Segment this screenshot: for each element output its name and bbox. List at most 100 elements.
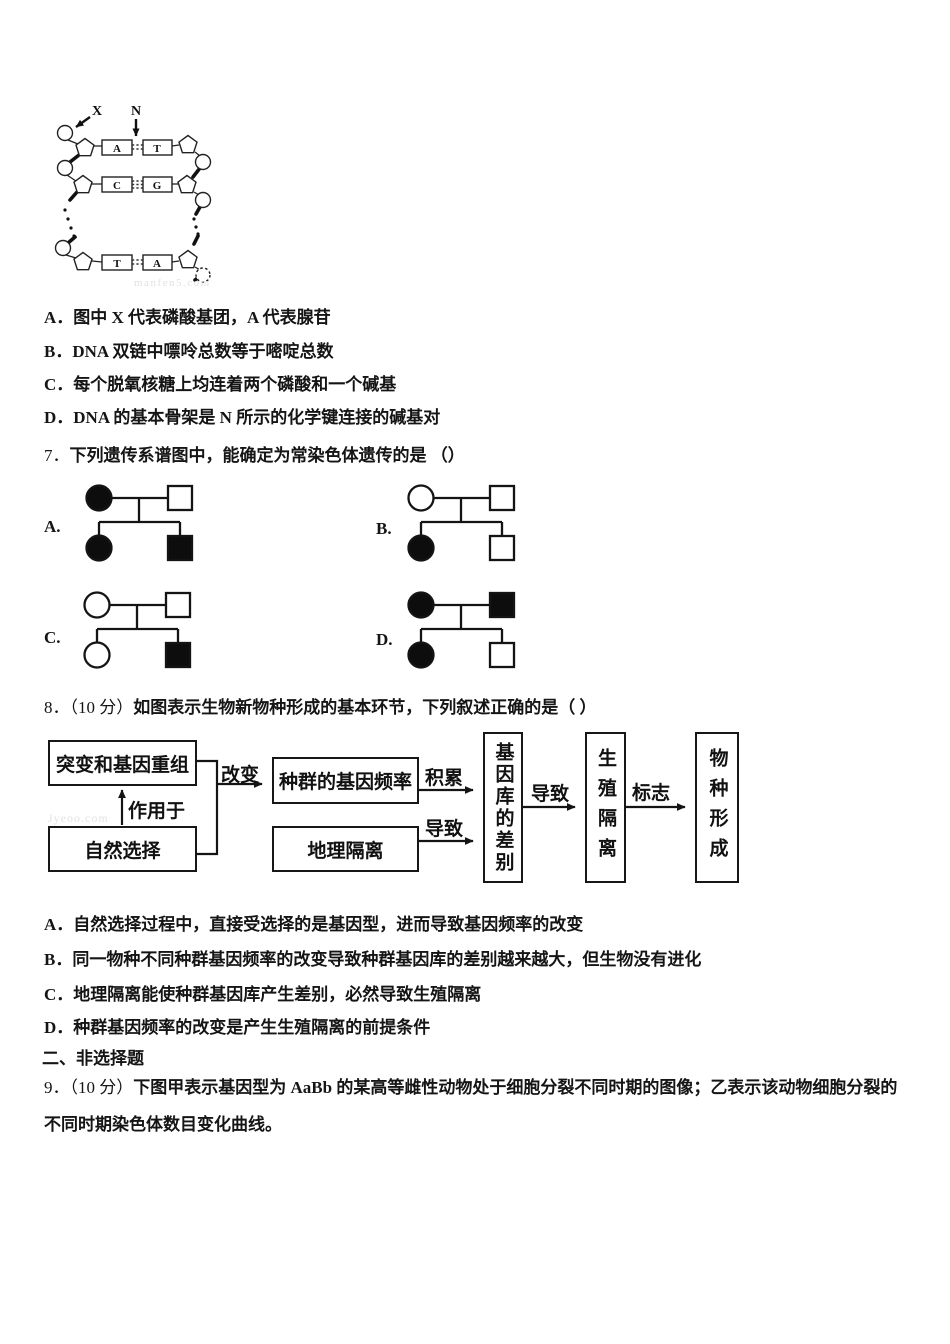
q8-option-c: C．地理隔离能使种群基因库产生差别，必然导致生殖隔离 xyxy=(44,984,481,1005)
base-letter: A xyxy=(113,143,121,155)
flowchart-box-gene-pool-difference: 基因库的差别 xyxy=(483,732,523,883)
question-text: 下图甲表示基因型为 AaBb 的某高等雌性动物处于细胞分裂不同时期的图像；乙表示… xyxy=(133,1078,898,1097)
option-text: 图中 X 代表磷酸基团，A 代表腺苷 xyxy=(73,308,331,327)
option-letter: C． xyxy=(44,375,74,394)
q9-stem-line2: 不同时期染色体数目变化曲线。 xyxy=(44,1115,282,1134)
change-label: 改变 xyxy=(221,765,260,786)
question-score: （10 分） xyxy=(69,698,134,717)
option-letter: D． xyxy=(44,408,74,427)
pedigree-son xyxy=(166,534,194,562)
base-box xyxy=(101,139,133,156)
pedigree-lines xyxy=(419,496,504,536)
q8-option-b: B．同一物种不同种群基因频率的改变导致种群基因库的差别越来越大，但生物没有进化 xyxy=(44,949,701,970)
q6-option-b: B．DNA 双链中嘌呤总数等于嘧啶总数 xyxy=(44,341,334,362)
option-letter: A． xyxy=(44,308,74,327)
accumulate-label: 积累 xyxy=(425,768,464,789)
phosphate-circle-dashed xyxy=(195,267,211,283)
q7-stem: 7．下列遗传系谱图中，能确定为常染色体遗传的是 （） xyxy=(44,445,465,466)
q9-stem-line1: 9．（10 分）下图甲表示基因型为 AaBb 的某高等雌性动物处于细胞分裂不同时… xyxy=(44,1077,897,1098)
base-pair-rung-3: T A xyxy=(101,254,173,271)
pedigree-chart-b xyxy=(407,484,516,562)
phosphate-circle xyxy=(194,153,212,171)
q6-option-c: C．每个脱氧核糖上均连着两个磷酸和一个碱基 xyxy=(44,374,396,395)
pedigree-mother xyxy=(407,591,435,619)
pedigree-label-c: C. xyxy=(44,628,61,647)
flowchart-box-natural-selection: 自然选择 xyxy=(48,826,197,872)
hydrogen-bonds xyxy=(132,180,143,189)
option-text: 同一物种不同种群基因频率的改变导致种群基因库的差别越来越大，但生物没有进化 xyxy=(72,950,702,969)
pedigree-chart-c xyxy=(83,591,192,669)
speciation-flowchart: Jyeoo.com 突变和基因重组 自然选择 种群的基因频率 地理隔离 基因库的… xyxy=(48,730,748,890)
pedigree-label-d: D. xyxy=(376,630,393,649)
option-letter: B． xyxy=(44,342,73,361)
base-letter: C xyxy=(113,180,121,192)
watermark-text: Jyeoo.com xyxy=(48,811,109,825)
left-strand xyxy=(54,124,95,271)
option-letter: C． xyxy=(44,985,74,1004)
flowchart-box-geographic-isolation: 地理隔离 xyxy=(272,826,419,872)
pedigree-mother xyxy=(83,591,111,619)
option-text: 自然选择过程中，直接受选择的是基因型，进而导致基因频率的改变 xyxy=(73,915,584,934)
q8-option-a: A．自然选择过程中，直接受选择的是基因型，进而导致基因频率的改变 xyxy=(44,914,583,935)
phosphate-circle xyxy=(56,159,74,177)
option-text: 每个脱氧核糖上均连着两个磷酸和一个碱基 xyxy=(73,375,397,394)
merge-connector xyxy=(197,759,219,856)
question-number: 7． xyxy=(44,446,70,465)
acts-on-label: 作用于 xyxy=(128,801,186,822)
question-number: 8． xyxy=(44,698,70,717)
base-letter: G xyxy=(153,180,162,192)
lead-to-label-1: 导致 xyxy=(425,819,464,840)
flowchart-box-gene-frequency: 种群的基因频率 xyxy=(272,757,419,804)
pedigree-daughter xyxy=(85,534,113,562)
pedigree-son xyxy=(488,534,516,562)
pedigree-label-a: A. xyxy=(44,517,61,536)
phosphate-circle xyxy=(194,191,212,209)
pedigree-label-b: B. xyxy=(376,519,392,538)
continuation-dots xyxy=(63,208,200,238)
base-letter: T xyxy=(153,143,161,155)
pedigree-chart-a xyxy=(85,484,194,562)
base-box xyxy=(101,254,133,271)
base-box xyxy=(142,139,173,156)
section-two-title: 二、非选择题 xyxy=(42,1049,144,1068)
hydrogen-bonds xyxy=(132,144,143,150)
deoxyribose-pentagon xyxy=(178,249,198,269)
q8-stem: 8．（10 分）如图表示生物新物种形成的基本环节，下列叙述正确的是（ ） xyxy=(44,697,597,718)
question-number: 9． xyxy=(44,1078,70,1097)
pedigree-lines xyxy=(97,496,182,536)
question-score: （10 分） xyxy=(69,1078,134,1097)
flowchart-box-reproductive-isolation: 生殖隔离 xyxy=(585,732,626,883)
pedigree-mother xyxy=(85,484,113,512)
q6-option-d: D．DNA 的基本骨架是 N 所示的化学键连接的碱基对 xyxy=(44,407,440,428)
pedigree-father xyxy=(166,484,194,512)
deoxyribose-pentagon xyxy=(73,174,93,194)
phosphate-circle xyxy=(54,239,72,257)
option-letter: D． xyxy=(44,1018,74,1037)
base-letter: A xyxy=(153,258,161,270)
watermark-text: manfen5.com xyxy=(134,277,211,289)
deoxyribose-pentagon xyxy=(178,134,198,154)
x-arrow xyxy=(75,116,91,128)
pedigree-chart-d xyxy=(407,591,516,669)
deoxyribose-pentagon xyxy=(73,251,93,271)
flowchart-connectors xyxy=(118,759,686,856)
option-text: DNA 的基本骨架是 N 所示的化学键连接的碱基对 xyxy=(73,408,441,427)
q6-option-a: A．图中 X 代表磷酸基团，A 代表腺苷 xyxy=(44,307,331,328)
pedigree-son xyxy=(488,641,516,669)
dna-structure-figure: A T C G T A X N xyxy=(54,104,212,289)
pedigree-son xyxy=(164,641,192,669)
option-text: DNA 双链中嘌呤总数等于嘧啶总数 xyxy=(72,342,334,361)
base-letter: T xyxy=(113,258,121,270)
phosphate-circle xyxy=(56,124,74,142)
option-text: 地理隔离能使种群基因库产生差别，必然导致生殖隔离 xyxy=(73,985,482,1004)
pedigree-father xyxy=(488,591,516,619)
question-text: 如图表示生物新物种形成的基本环节，下列叙述正确的是（ ） xyxy=(133,698,597,717)
option-text: 种群基因频率的改变是产生生殖隔离的前提条件 xyxy=(73,1018,431,1037)
pedigree-father xyxy=(164,591,192,619)
option-letter: A． xyxy=(44,915,74,934)
flowchart-box-mutation: 突变和基因重组 xyxy=(48,740,197,786)
hydrogen-bonds xyxy=(132,259,143,265)
question-text: 下列遗传系谱图中，能确定为常染色体遗传的是 （） xyxy=(69,446,465,465)
pedigree-mother xyxy=(407,484,435,512)
